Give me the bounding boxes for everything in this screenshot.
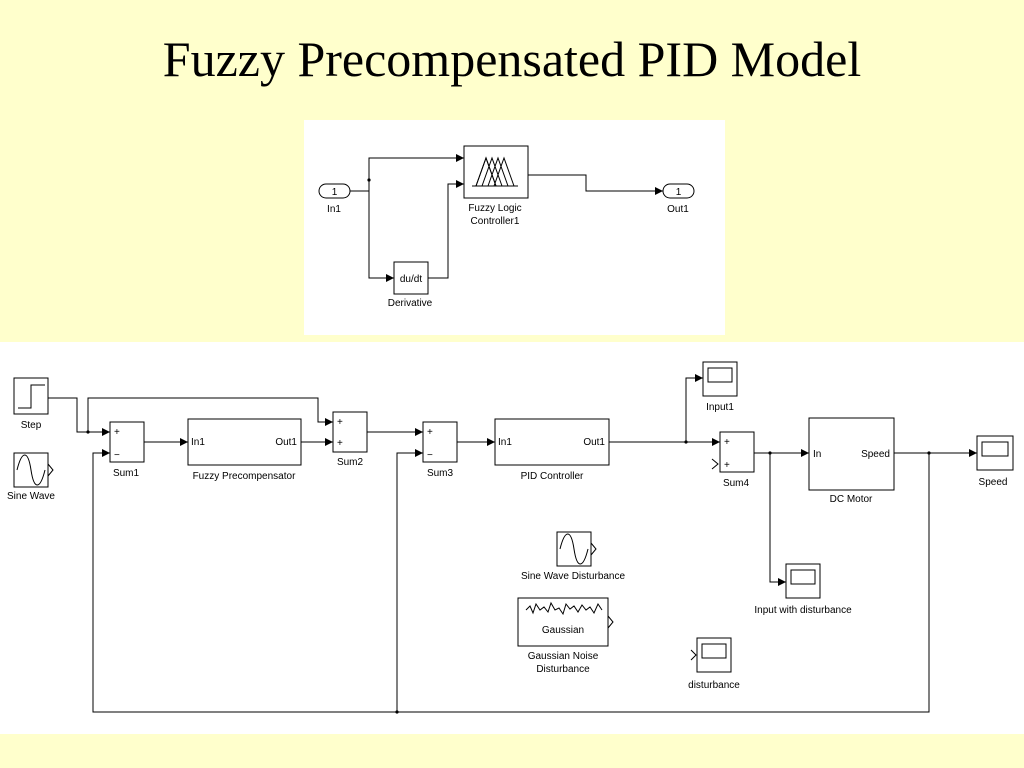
in1-port[interactable]: 1 bbox=[318, 183, 351, 199]
slide-title: Fuzzy Precompensated PID Model bbox=[162, 31, 862, 87]
sine-wave-disturbance-block[interactable] bbox=[556, 531, 597, 567]
disturbance-scope[interactable] bbox=[690, 637, 732, 673]
sum4-sign-1: + bbox=[724, 437, 730, 448]
membership-triangles-icon bbox=[472, 156, 518, 187]
input1-label: Input1 bbox=[706, 402, 734, 413]
sine-wave-block[interactable] bbox=[13, 452, 54, 488]
out1-port[interactable]: 1 bbox=[662, 183, 695, 199]
fuzzy-logic-controller-block[interactable] bbox=[463, 145, 529, 199]
fuzzy-precompensator-block[interactable]: In1 Out1 bbox=[187, 418, 302, 466]
sum2-label: Sum2 bbox=[337, 457, 364, 468]
input-with-disturbance-scope[interactable] bbox=[785, 563, 821, 599]
fuzzy-precomp-out: Out1 bbox=[275, 437, 297, 448]
model-wires bbox=[48, 374, 977, 714]
noise-icon bbox=[525, 601, 603, 616]
sum1-block[interactable]: + − bbox=[109, 421, 145, 463]
sum2-sign-2: + bbox=[337, 438, 343, 449]
in1-port-label: In1 bbox=[327, 204, 341, 215]
fuzzy-controller-label-2: Controller1 bbox=[471, 216, 520, 227]
derivative-label: Derivative bbox=[388, 298, 433, 309]
gaussian-block-text: Gaussian bbox=[542, 625, 584, 636]
sum1-label: Sum1 bbox=[113, 468, 140, 479]
subsystem-canvas: 1 In1 Fuzzy Logic Controller1 du/dt Deri… bbox=[318, 145, 695, 309]
sum4-sign-2: + bbox=[724, 460, 730, 471]
out1-port-number: 1 bbox=[676, 187, 682, 198]
speed-scope[interactable] bbox=[976, 435, 1014, 471]
fuzzy-precomp-in: In1 bbox=[191, 437, 205, 448]
step-label: Step bbox=[21, 420, 42, 431]
subsystem-wires bbox=[350, 154, 663, 282]
disturbance-label: disturbance bbox=[688, 680, 740, 691]
sum4-block[interactable]: + + bbox=[711, 431, 755, 473]
step-block[interactable] bbox=[13, 377, 49, 415]
pid-label: PID Controller bbox=[521, 471, 584, 482]
speed-scope-label: Speed bbox=[979, 477, 1008, 488]
pid-controller-block[interactable]: In1 Out1 bbox=[494, 418, 610, 466]
input-dist-label: Input with disturbance bbox=[754, 605, 852, 616]
sum4-label: Sum4 bbox=[723, 478, 750, 489]
pid-in: In1 bbox=[498, 437, 512, 448]
dc-motor-in: In bbox=[813, 449, 821, 460]
sum3-block[interactable]: + − bbox=[422, 421, 458, 463]
sum3-label: Sum3 bbox=[427, 468, 454, 479]
model-diagram: Step Sine Wave + − Sum1 In1 Out1 Fuzzy P… bbox=[0, 342, 1024, 734]
fuzzy-controller-label-1: Fuzzy Logic bbox=[468, 203, 521, 214]
sine-disturbance-icon bbox=[559, 533, 589, 565]
sum1-sign-1: + bbox=[114, 427, 120, 438]
sine-wave-icon bbox=[16, 454, 46, 486]
sine-wave-label: Sine Wave bbox=[7, 491, 55, 502]
sum1-sign-2: − bbox=[114, 450, 120, 461]
pid-out: Out1 bbox=[583, 437, 605, 448]
in1-port-number: 1 bbox=[332, 187, 338, 198]
fuzzy-precomp-label: Fuzzy Precompensator bbox=[193, 471, 296, 482]
gaussian-noise-block[interactable]: Gaussian bbox=[517, 597, 614, 647]
derivative-block[interactable]: du/dt bbox=[393, 261, 429, 295]
out1-port-label: Out1 bbox=[667, 204, 689, 215]
input1-scope[interactable] bbox=[702, 361, 738, 397]
sum3-sign-1: + bbox=[427, 427, 433, 438]
gaussian-label-2: Disturbance bbox=[536, 664, 590, 675]
derivative-block-text: du/dt bbox=[400, 274, 422, 285]
sum2-sign-1: + bbox=[337, 417, 343, 428]
sum2-block[interactable]: + + bbox=[332, 411, 368, 453]
subsystem-diagram: 1 In1 Fuzzy Logic Controller1 du/dt Deri… bbox=[304, 120, 725, 335]
dc-motor-label: DC Motor bbox=[830, 494, 873, 505]
gaussian-label-1: Gaussian Noise bbox=[528, 651, 599, 662]
sum3-sign-2: − bbox=[427, 450, 433, 461]
sine-disturbance-label: Sine Wave Disturbance bbox=[521, 571, 626, 582]
dc-motor-out: Speed bbox=[861, 449, 890, 460]
model-canvas: Step Sine Wave + − Sum1 In1 Out1 Fuzzy P… bbox=[7, 361, 1014, 714]
dc-motor-block[interactable]: In Speed bbox=[808, 417, 895, 491]
step-icon bbox=[18, 384, 45, 409]
